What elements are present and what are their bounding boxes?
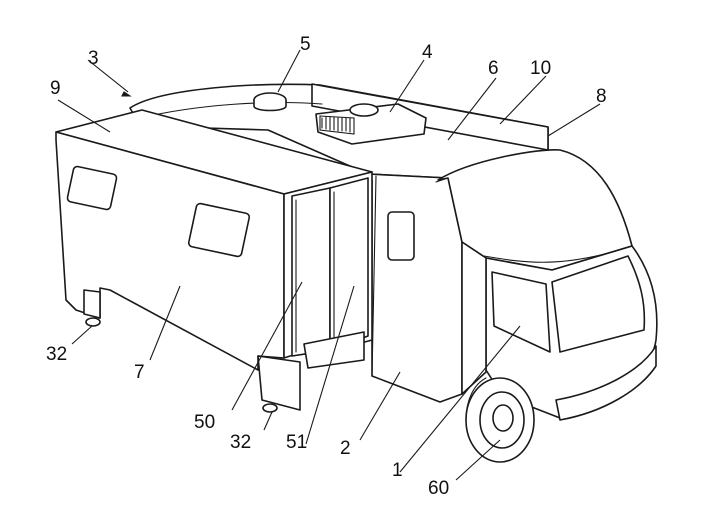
vehicle-body	[129, 83, 658, 421]
label-9: 9	[50, 78, 61, 99]
label-51: 51	[286, 432, 307, 453]
label-5: 5	[300, 34, 311, 55]
reference-labels: 3 9 5 4 6 10 8 32 7 50 32 51 2 1 60	[46, 34, 607, 499]
label-6: 6	[488, 58, 499, 79]
label-32-right: 32	[230, 432, 251, 453]
slide-out-module	[55, 109, 373, 413]
label-50: 50	[194, 412, 215, 433]
label-1: 1	[392, 460, 403, 481]
label-3: 3	[88, 48, 99, 69]
label-4: 4	[422, 42, 433, 63]
label-7: 7	[134, 362, 145, 383]
label-60: 60	[428, 478, 449, 499]
label-2: 2	[340, 438, 351, 459]
leader-lines	[57, 49, 601, 481]
front-wheel	[465, 377, 535, 463]
label-32-left: 32	[46, 344, 67, 365]
label-10: 10	[530, 58, 551, 79]
label-8: 8	[596, 86, 607, 107]
roof-items	[253, 92, 427, 145]
